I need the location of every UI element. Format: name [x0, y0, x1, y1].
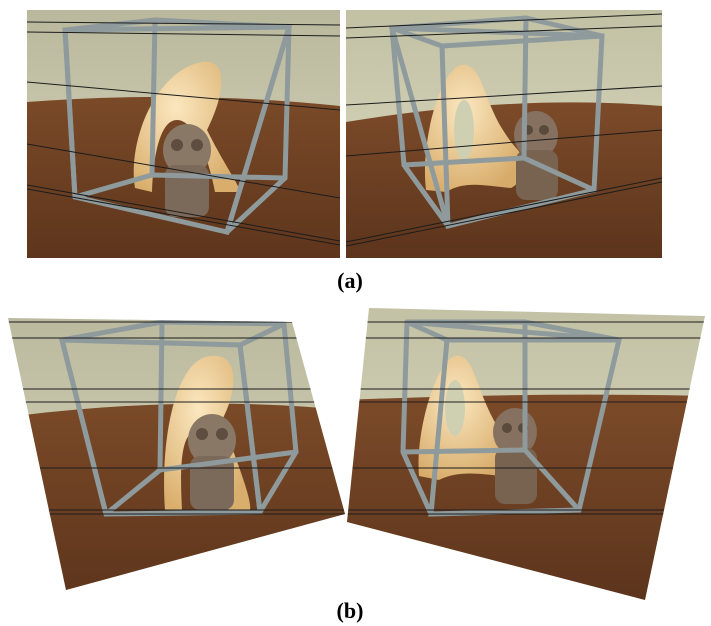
caption-b: (b) — [336, 598, 364, 623]
wire-cube — [388, 15, 605, 230]
epipolar-lines — [27, 21, 340, 246]
photo-a-left — [27, 10, 340, 258]
epipolar-lines — [346, 13, 662, 247]
epipolar-lines — [347, 321, 705, 515]
epipolar-lines — [8, 321, 345, 515]
photo-b-left — [0, 300, 345, 595]
caption-a: (a) — [337, 268, 363, 293]
photo-b-right — [347, 300, 711, 600]
photo-a-right — [346, 10, 662, 258]
figurine — [514, 111, 558, 200]
figurine — [188, 414, 236, 510]
figurine — [163, 124, 211, 217]
wire-cube — [58, 319, 299, 517]
